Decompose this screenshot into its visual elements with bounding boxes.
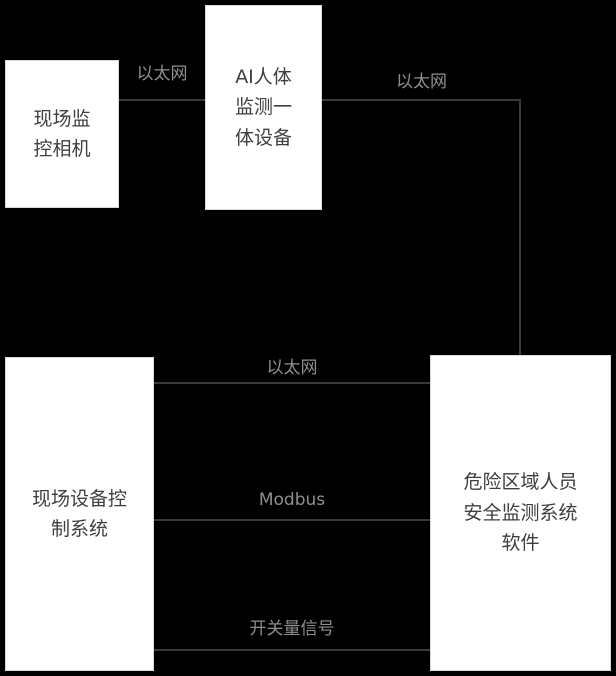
node-site-camera: 现场监控相机 bbox=[5, 60, 119, 208]
node-ai-device-label: AI人体监测一体设备 bbox=[234, 65, 292, 149]
node-control-system-label: 现场设备控制系统 bbox=[31, 487, 127, 540]
edge-ethernet-line bbox=[154, 382, 430, 384]
node-ai-device: AI人体监测一体设备 bbox=[205, 5, 322, 210]
edge-label-camera-ai-ethernet: 以太网 bbox=[136, 64, 188, 84]
node-safety-software-label: 危险区域人员安全监测系统软件 bbox=[463, 471, 578, 555]
edge-label-switch-signal: 开关量信号 bbox=[249, 619, 335, 639]
edge-ai-to-software-vertical-line bbox=[519, 99, 521, 355]
edge-label-modbus: Modbus bbox=[258, 490, 326, 510]
node-site-camera-label: 现场监控相机 bbox=[33, 107, 91, 160]
node-safety-software: 危险区域人员安全监测系统软件 bbox=[430, 355, 611, 671]
edge-modbus-line bbox=[154, 519, 430, 521]
edge-label-ai-software-ethernet: 以太网 bbox=[396, 72, 447, 92]
edge-switch-signal-line bbox=[154, 649, 430, 651]
edge-label-ethernet: 以太网 bbox=[266, 358, 318, 378]
edge-ai-to-software-horizontal-line bbox=[322, 99, 521, 101]
edge-camera-to-ai-line bbox=[119, 99, 205, 101]
node-control-system: 现场设备控制系统 bbox=[5, 357, 154, 671]
